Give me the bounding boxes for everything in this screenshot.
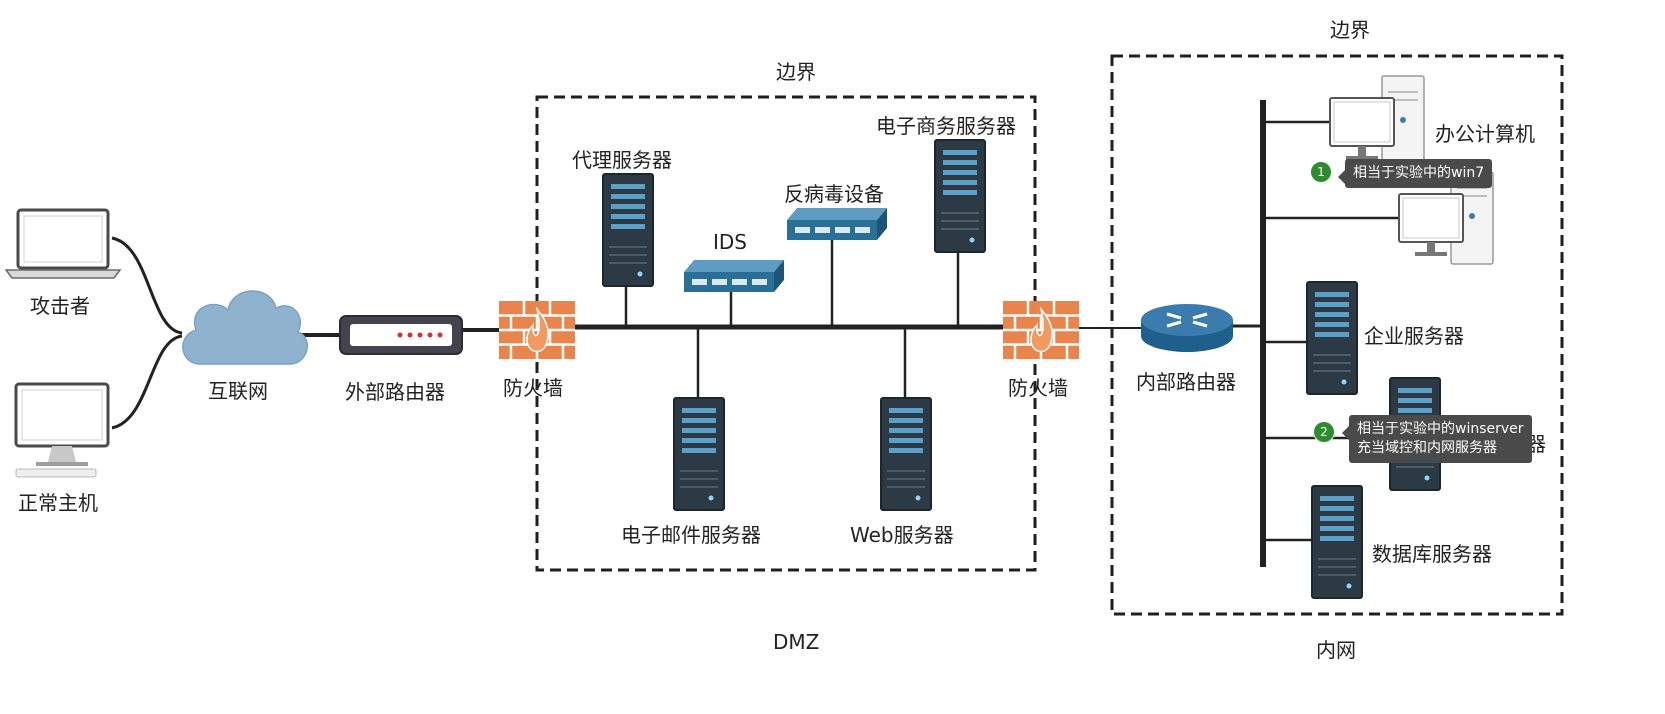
- web-server-icon: [880, 397, 932, 511]
- ids-label: IDS: [713, 230, 747, 254]
- monitor-icon: [14, 382, 110, 478]
- proxy-server-icon: [602, 173, 654, 287]
- annotation-note-line: 充当域控和内网服务器: [1357, 440, 1497, 456]
- proxy-server-label: 代理服务器: [572, 148, 672, 172]
- router-icon: [1141, 304, 1233, 352]
- connections: [111, 100, 1399, 567]
- external-router-label: 外部路由器: [345, 380, 445, 404]
- intranet-label: 内网: [1316, 638, 1356, 662]
- normal-host-label: 正常主机: [18, 491, 98, 515]
- outer-firewall-label: 防火墙: [503, 376, 563, 400]
- attacker-label: 攻击者: [30, 294, 90, 318]
- annotation-note-1: 相当于实验中的win7: [1337, 159, 1493, 188]
- internet-label: 互联网: [208, 379, 268, 403]
- firewall-icon: [1001, 299, 1081, 361]
- annotation-badge-2[interactable]: 2: [1313, 421, 1335, 443]
- annotation-note-line: 相当于实验中的winserver: [1357, 421, 1524, 437]
- annotation-badge-1[interactable]: 1: [1310, 161, 1332, 183]
- ecommerce-server-icon: [934, 139, 986, 253]
- cloud-icon: [182, 290, 308, 365]
- firewall-icon: [497, 299, 577, 361]
- database-server-label: 数据库服务器: [1372, 542, 1492, 566]
- enterprise-server-icon: [1306, 281, 1358, 395]
- ids-device-icon: [684, 260, 784, 292]
- intranet-border: [1110, 54, 1564, 616]
- laptop-icon: [4, 208, 122, 279]
- router-icon: [339, 315, 463, 355]
- email-server-icon: [673, 397, 725, 511]
- annotation-note-line: 相当于实验中的win7: [1353, 165, 1485, 181]
- web-server-label: Web服务器: [850, 523, 954, 547]
- desktop-computer-icon: [1329, 75, 1425, 169]
- antivirus-label: 反病毒设备: [784, 182, 884, 206]
- enterprise-server-label: 企业服务器: [1364, 324, 1464, 348]
- annotation-note-2: 相当于实验中的winserver 充当域控和内网服务器: [1342, 415, 1532, 463]
- office-computer-label: 办公计算机: [1435, 122, 1535, 146]
- inner-firewall-label: 防火墙: [1008, 376, 1068, 400]
- dmz-label: DMZ: [773, 630, 820, 654]
- internal-router-label: 内部路由器: [1136, 370, 1236, 394]
- ecommerce-server-label: 电子商务服务器: [876, 114, 1016, 138]
- database-server-icon: [1311, 485, 1363, 599]
- dmz-border-label: 边界: [776, 60, 816, 84]
- intranet-border-label: 边界: [1330, 18, 1370, 42]
- email-server-label: 电子邮件服务器: [621, 523, 761, 547]
- antivirus-device-icon: [787, 208, 887, 240]
